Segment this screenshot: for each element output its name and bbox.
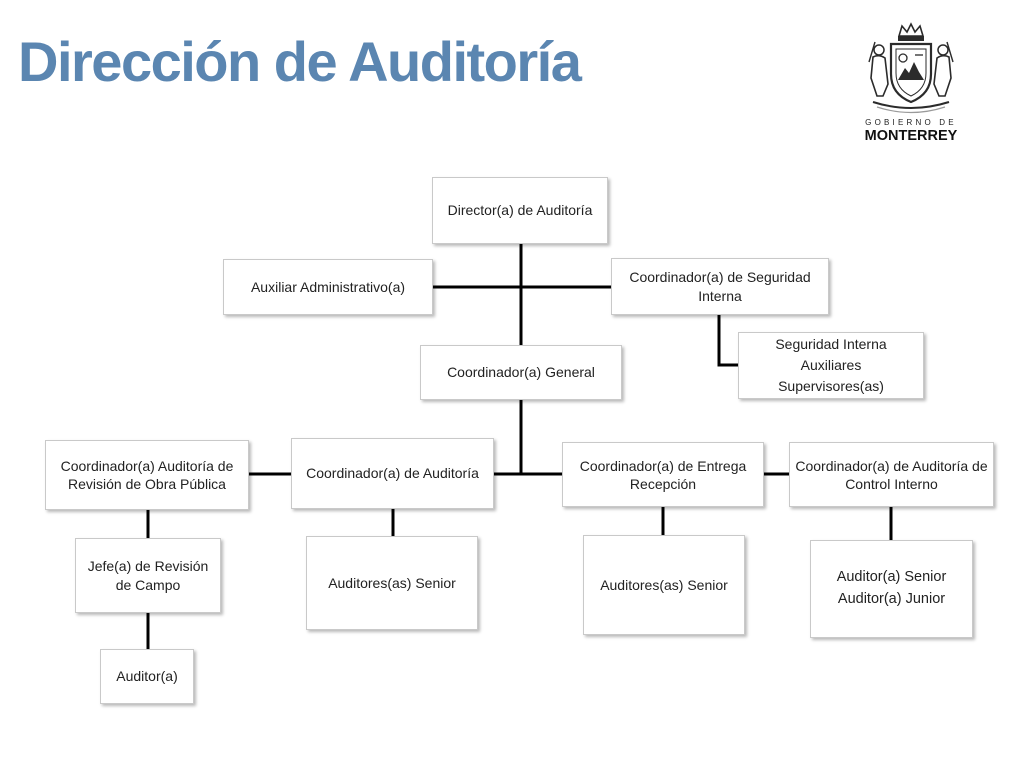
logo-text-line2: MONTERREY bbox=[864, 128, 958, 144]
field-review-chief-label: Jefe(a) de Revisión de Campo bbox=[87, 558, 209, 593]
general-coordinator-box: Coordinador(a) General bbox=[420, 345, 622, 400]
assistant-box: Auxiliar Administrativo(a) bbox=[223, 259, 433, 315]
handover-seniors-label: Auditores(as) Senior bbox=[600, 576, 728, 593]
internal-control-staff-item: Auditor(a) Junior bbox=[837, 591, 946, 607]
security-staff-item: Supervisores(as) bbox=[778, 378, 884, 394]
security-staff-item: Seguridad Interna bbox=[775, 336, 887, 352]
audit-coordinator-box: Coordinador(a) de Auditoría bbox=[291, 438, 494, 509]
director-label: Director(a) de Auditoría bbox=[447, 202, 593, 219]
director-box: Director(a) de Auditoría bbox=[432, 177, 608, 244]
general-coordinator-label: Coordinador(a) General bbox=[447, 364, 595, 381]
handover-coordinator-label: Coordinador(a) de Entrega Recepción bbox=[579, 458, 747, 493]
public-works-coordinator-box: Coordinador(a) Auditoría de Revisión de … bbox=[45, 440, 249, 510]
auditor-label: Auditor(a) bbox=[116, 668, 178, 685]
assistant-label: Auxiliar Administrativo(a) bbox=[250, 278, 406, 295]
public-works-coordinator-label: Coordinador(a) Auditoría de Revisión de … bbox=[60, 457, 234, 492]
field-review-chief-box: Jefe(a) de Revisión de Campo bbox=[75, 538, 221, 613]
handover-seniors-box: Auditores(as) Senior bbox=[583, 535, 745, 635]
internal-control-staff-box: Auditor(a) Senior Auditor(a) Junior bbox=[810, 540, 973, 638]
security-coordinator-box: Coordinador(a) de Seguridad Interna bbox=[611, 258, 829, 315]
coat-of-arms-icon bbox=[868, 22, 954, 114]
audit-seniors-label: Auditores(as) Senior bbox=[328, 574, 456, 591]
audit-coordinator-label: Coordinador(a) de Auditoría bbox=[306, 465, 479, 482]
auditor-box: Auditor(a) bbox=[100, 649, 194, 704]
gobierno-monterrey-logo: GOBIERNO DE MONTERREY bbox=[855, 22, 967, 150]
internal-control-staff-item: Auditor(a) Senior bbox=[836, 569, 947, 586]
internal-control-coordinator-box: Coordinador(a) de Auditoría de Control I… bbox=[789, 442, 994, 507]
audit-seniors-box: Auditores(as) Senior bbox=[306, 536, 478, 630]
security-staff-box: Seguridad Interna Auxiliares Supervisore… bbox=[738, 332, 924, 399]
internal-control-coordinator-label: Coordinador(a) de Auditoría de Control I… bbox=[795, 458, 988, 493]
logo-text-line1: GOBIERNO DE bbox=[865, 118, 957, 127]
security-coordinator-label: Coordinador(a) de Seguridad Interna bbox=[629, 269, 811, 304]
page-title: Dirección de Auditoría bbox=[18, 30, 582, 93]
handover-coordinator-box: Coordinador(a) de Entrega Recepción bbox=[562, 442, 764, 507]
security-staff-item: Auxiliares bbox=[800, 357, 862, 373]
